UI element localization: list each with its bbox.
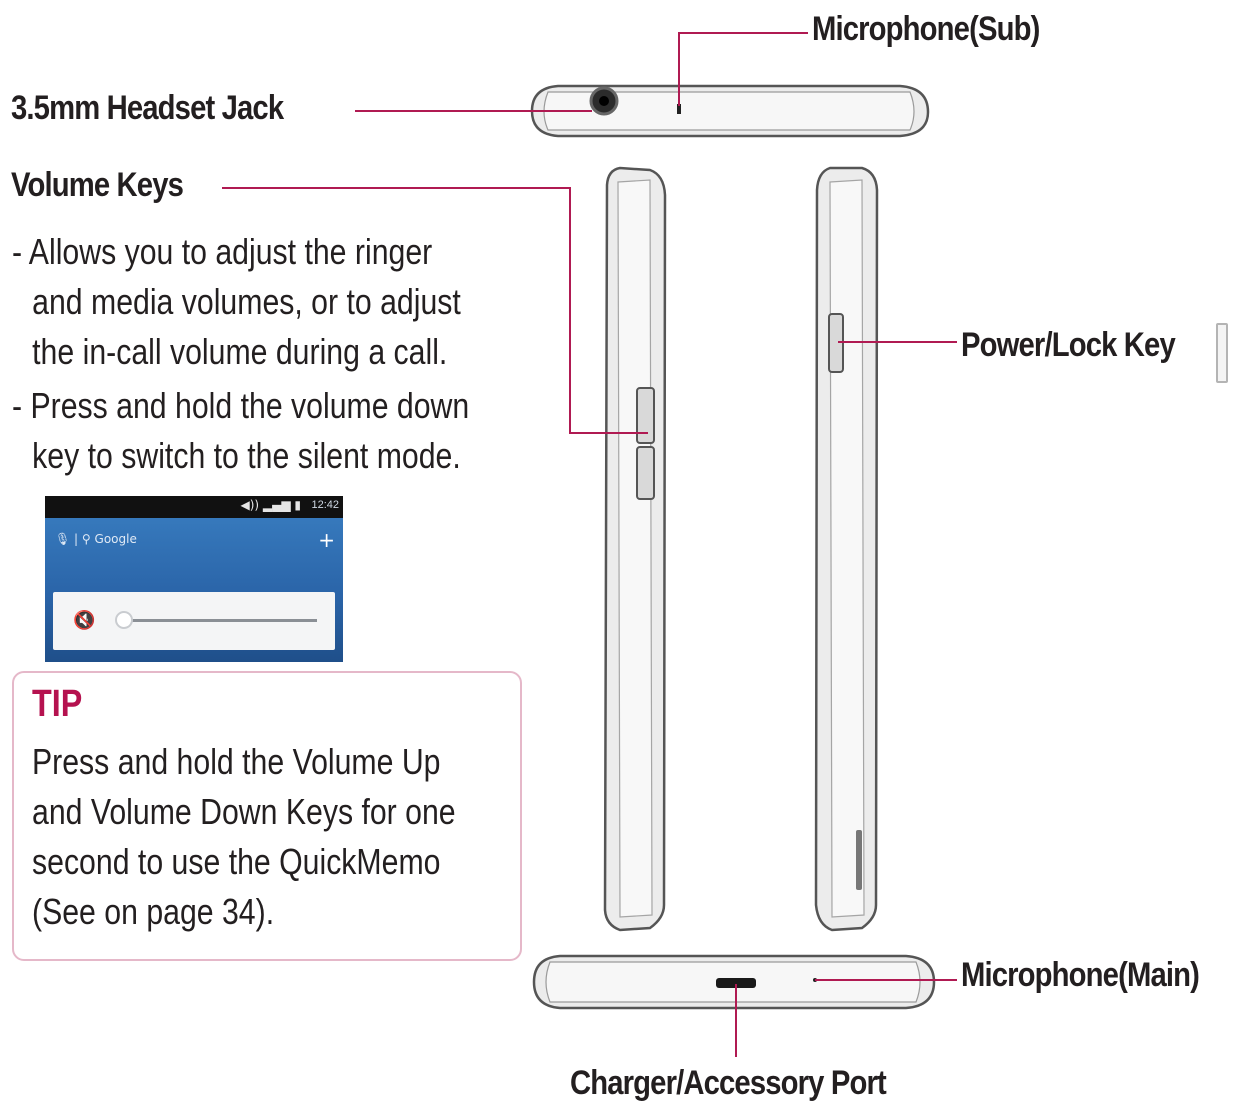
device-right-side	[814, 166, 879, 932]
search-icon: ⚲	[81, 532, 91, 546]
status-icons: ◀)) ▂▄▆ ▮	[240, 498, 301, 512]
label-microphone-main: Microphone(Main)	[961, 956, 1200, 994]
muted-speaker-icon: 🔇	[73, 610, 96, 631]
status-bar: ◀)) ▂▄▆ ▮ 12:42	[45, 496, 343, 518]
volume-slider-track	[125, 619, 317, 622]
tip-line-3: second to use the QuickMemo	[32, 841, 441, 882]
volume-slider-thumb	[115, 611, 133, 629]
side-slot	[856, 830, 862, 890]
bullet-1-line-2: and media volumes, or to adjust	[32, 281, 461, 322]
bullet-1-line-3: the in-call volume during a call.	[32, 331, 448, 372]
tip-line-1: Press and hold the Volume Up	[32, 741, 441, 782]
device-left-side	[603, 166, 667, 932]
plus-icon: +	[318, 528, 335, 552]
label-microphone-sub: Microphone(Sub)	[812, 10, 1040, 48]
search-bar: 🎙 | ⚲ Google	[55, 532, 137, 546]
bullet-2-line-1: - Press and hold the volume down	[12, 385, 470, 426]
tip-text: Press and hold the Volume Up and Volume …	[32, 737, 456, 937]
search-text: Google	[94, 532, 137, 546]
mic-icon: 🎙	[55, 532, 71, 546]
label-power-lock-key: Power/Lock Key	[961, 326, 1176, 364]
leader-microphone-sub	[678, 32, 808, 106]
power-key-icon	[1216, 323, 1228, 383]
label-headset-jack: 3.5mm Headset Jack	[11, 89, 284, 127]
microphone-sub-hole	[677, 104, 681, 114]
device-bottom-edge	[532, 954, 936, 1010]
tip-title: TIP	[32, 683, 83, 725]
status-time: 12:42	[311, 499, 339, 511]
charger-port	[716, 978, 756, 988]
tip-line-4: (See on page 34).	[32, 891, 275, 932]
volume-screenshot: ◀)) ▂▄▆ ▮ 12:42 🎙 | ⚲ Google + 🔇	[45, 496, 343, 662]
volume-down-key	[636, 446, 655, 500]
label-charger-port: Charger/Accessory Port	[570, 1064, 887, 1102]
leader-lines	[222, 32, 957, 1057]
bullet-1-line-1: - Allows you to adjust the ringer	[12, 231, 433, 272]
leader-volume-keys	[222, 187, 648, 434]
tip-line-2: and Volume Down Keys for one	[32, 791, 456, 832]
volume-up-key	[636, 387, 655, 444]
label-volume-keys: Volume Keys	[11, 166, 184, 204]
device-top-edge	[530, 84, 930, 138]
bullet-2-line-2: key to switch to the silent mode.	[32, 435, 461, 476]
tip-box: TIP Press and hold the Volume Up and Vol…	[12, 671, 522, 961]
volume-panel: 🔇	[53, 592, 335, 650]
volume-description: - Allows you to adjust the ringer and me…	[12, 227, 469, 481]
